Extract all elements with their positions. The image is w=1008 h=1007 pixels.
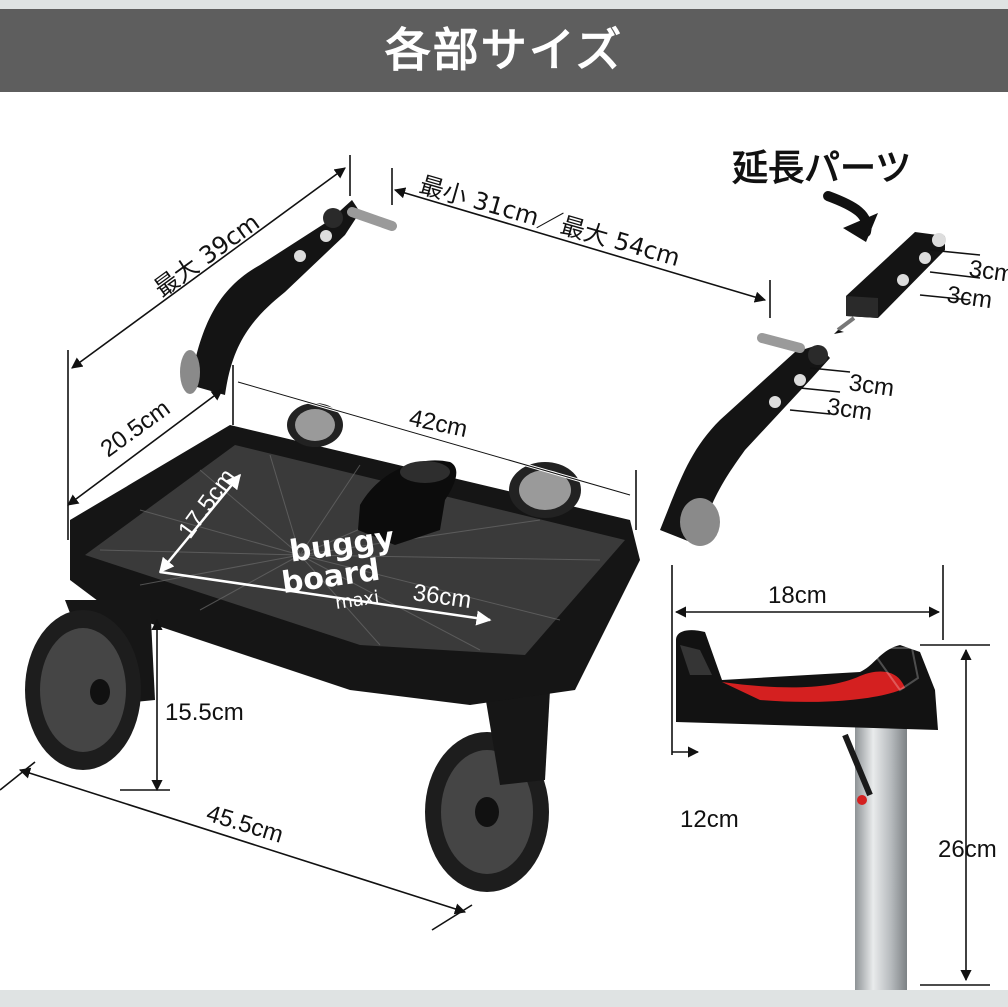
dim-20-5: 20.5cm — [96, 395, 176, 463]
dim-ext-3cm-b: 3cm — [945, 281, 994, 314]
seat-illustration — [676, 630, 938, 990]
dim-12: 12cm — [680, 806, 739, 833]
seat-cushion — [722, 671, 905, 702]
board-knob-left — [295, 409, 335, 441]
right-connector-arm — [660, 345, 830, 545]
left-pin — [347, 207, 397, 231]
top-strip — [0, 0, 1008, 9]
seat-pole — [855, 715, 907, 990]
dim-26: 26cm — [938, 836, 997, 863]
rear-wheel-arm — [485, 690, 550, 785]
extension-part — [834, 232, 946, 334]
left-knob — [180, 350, 200, 394]
dim-arm-3cm-a: 3cm — [847, 369, 896, 402]
right-knob — [680, 498, 720, 546]
front-wheel — [25, 600, 155, 770]
page-title: 各部サイズ — [0, 9, 1008, 92]
extension-parts-label: 延長パーツ — [732, 148, 911, 189]
bottom-strip — [0, 990, 1008, 1007]
seat-body — [676, 630, 938, 730]
dim-18: 18cm — [768, 582, 827, 609]
buggy-board-illustration: buggy board maxi — [25, 200, 830, 892]
dim-15-5: 15.5cm — [165, 699, 244, 726]
right-pin — [757, 333, 805, 353]
dim-ext-3cm-a: 3cm — [967, 255, 1008, 288]
dim-min-max-width: 最小 31cm／最大 54cm — [416, 171, 683, 272]
dim-arm-3cm-b: 3cm — [825, 393, 874, 426]
dim-42: 42cm — [407, 404, 470, 443]
left-connector-arm — [190, 200, 360, 395]
